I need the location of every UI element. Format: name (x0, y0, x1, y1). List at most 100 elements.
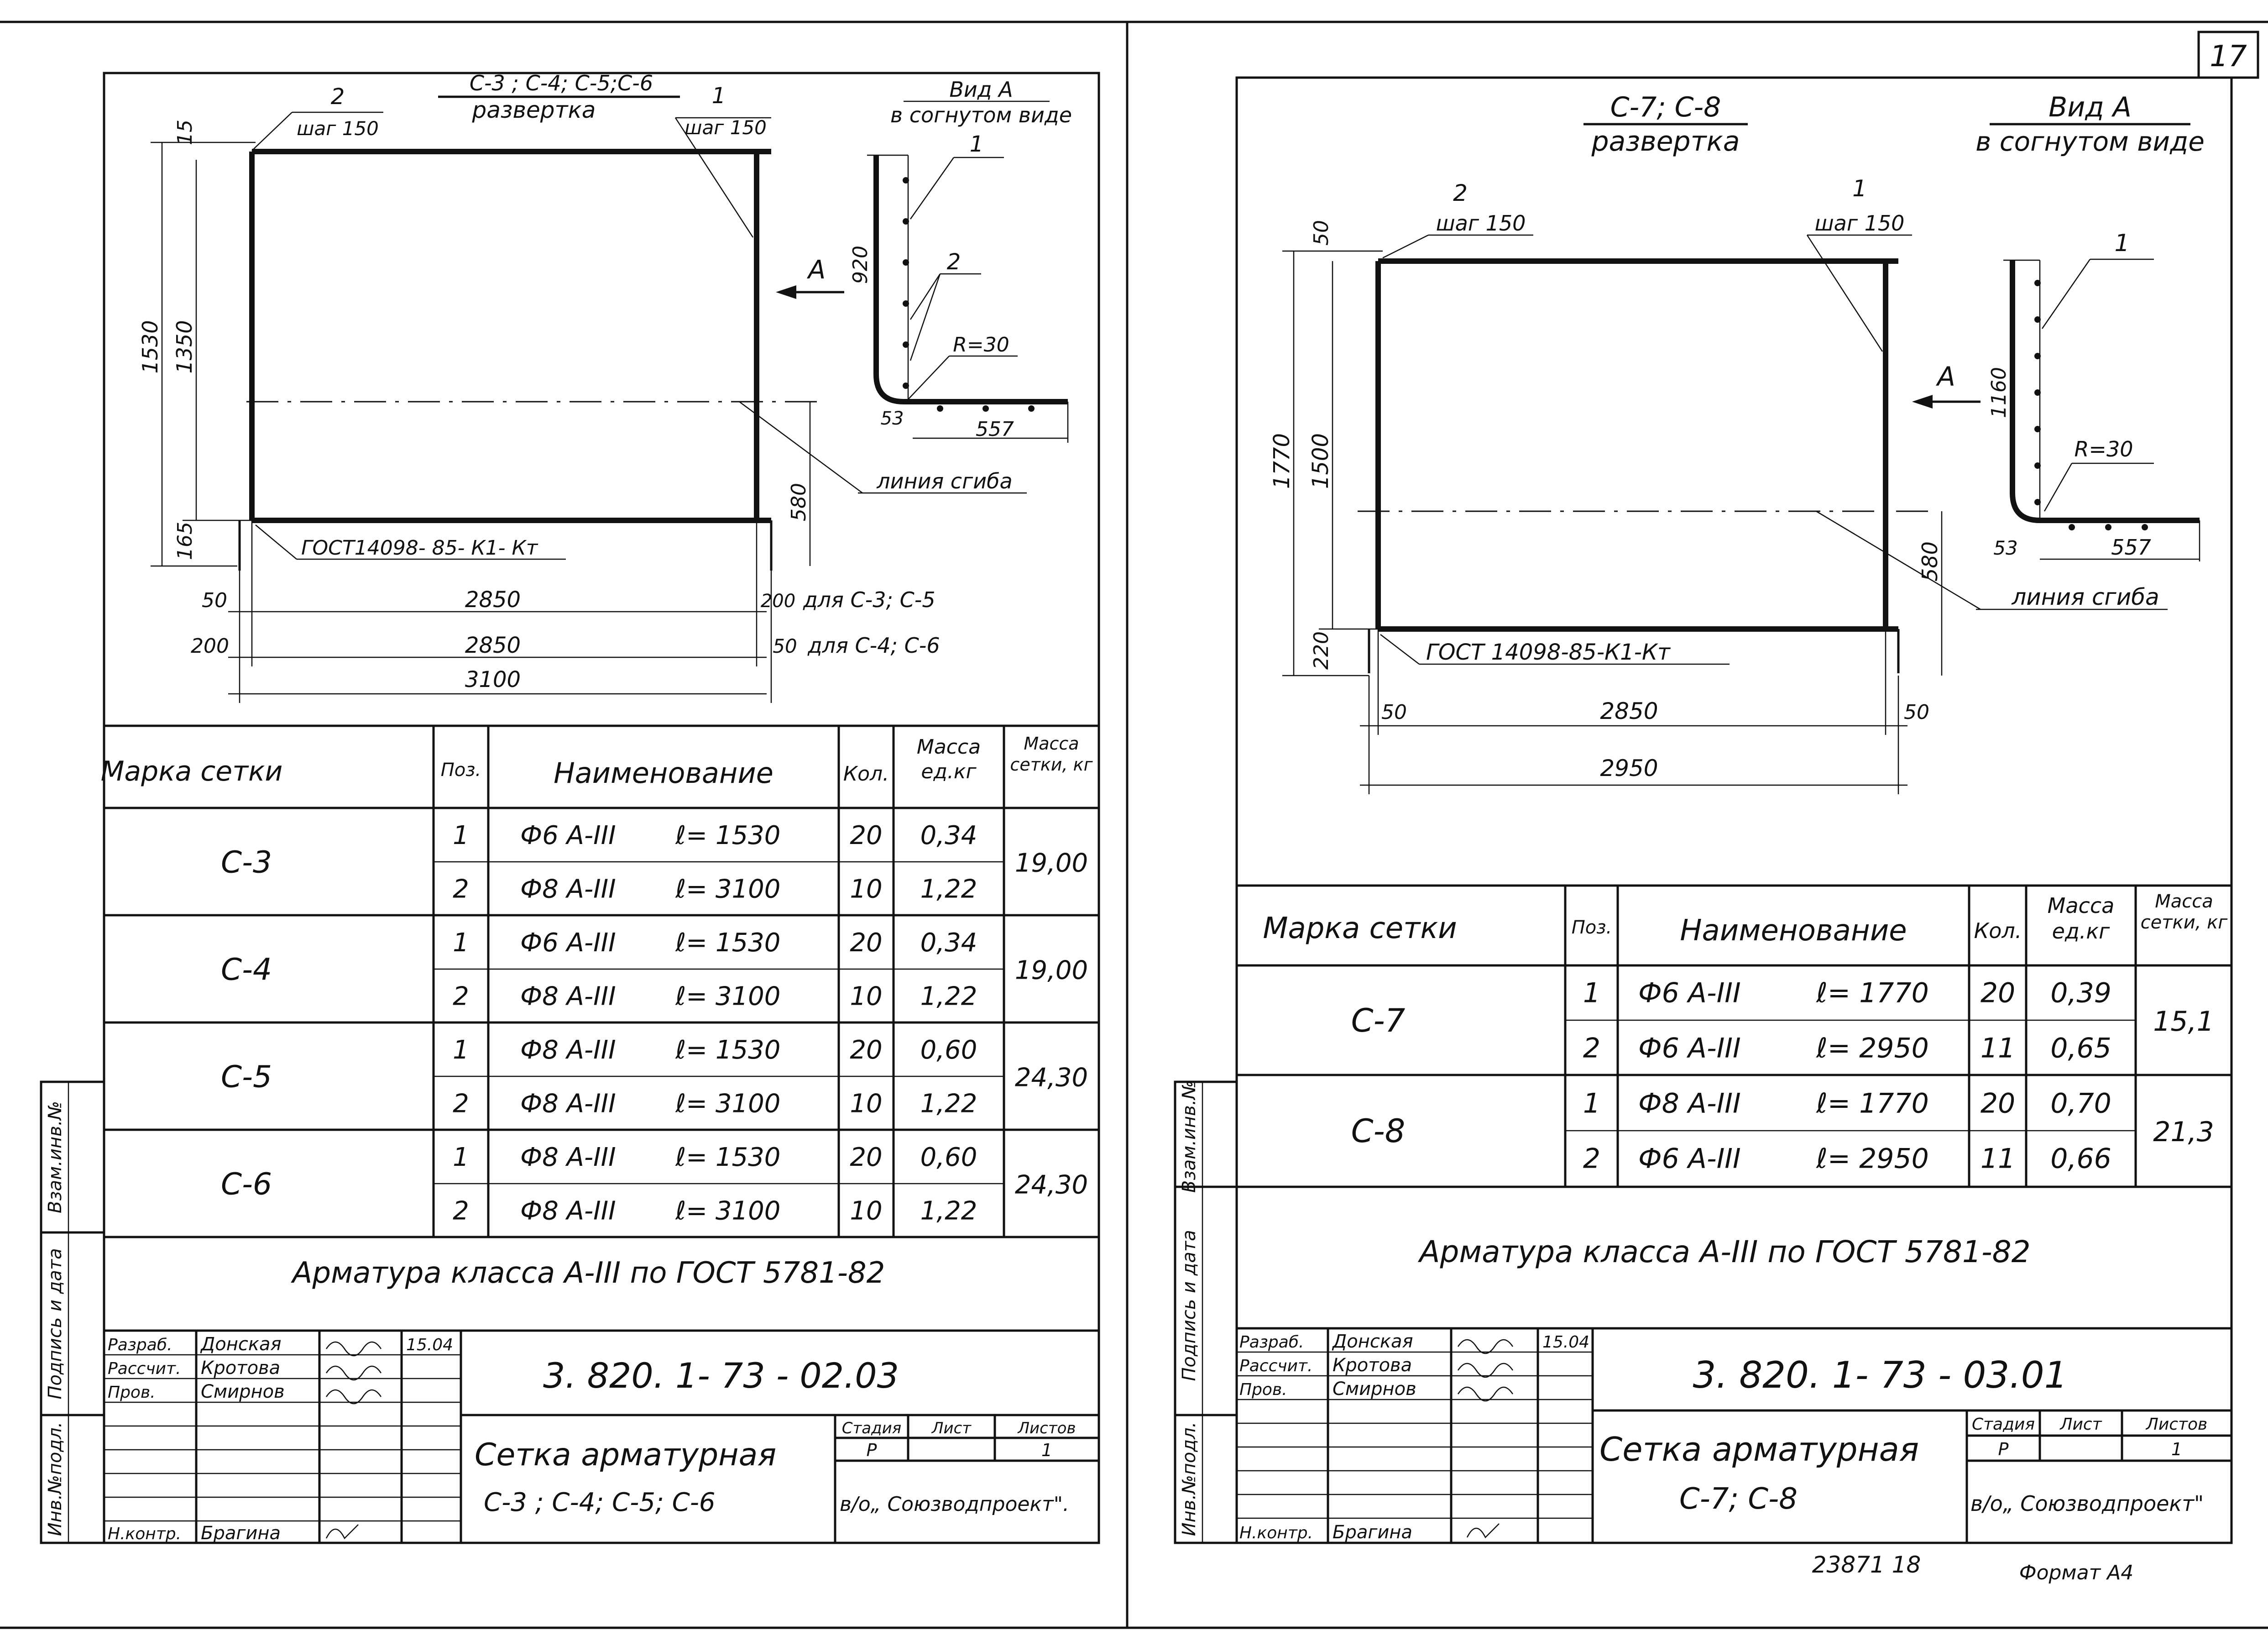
svg-text:Донская: Донская (1332, 1331, 1413, 1352)
mark-cell: С-3 (221, 845, 272, 880)
rebar-note: Арматура класса А-III по ГОСТ 5781-82 (291, 1256, 885, 1290)
mesh-mass-cell: 24,30 (1015, 1063, 1088, 1093)
mark-cell: С-4 (221, 952, 272, 987)
unit-mass-cell: 0,39 (2050, 977, 2111, 1009)
svg-text:Смирнов: Смирнов (1333, 1379, 1416, 1400)
mesh-mass-cell: 21,3 (2153, 1116, 2214, 1148)
mark-cell: С-8 (1351, 1112, 1406, 1150)
pos2-label: 2 (331, 84, 345, 110)
name-cell: Ф8 А-III (520, 1035, 616, 1065)
svg-text:Рассчит.: Рассчит. (1239, 1357, 1312, 1375)
svg-text:2: 2 (947, 249, 961, 275)
svg-text:Брагина: Брагина (1333, 1522, 1412, 1543)
signature-3 (1457, 1386, 1514, 1402)
qty-cell: 20 (850, 821, 882, 850)
view-a-profile (873, 155, 1068, 404)
pos-cell: 2 (453, 981, 469, 1011)
svg-text:Кротова: Кротова (201, 1358, 280, 1379)
svg-text:Арматура класса А-III по ГОСТ: Арматура класса А-III по ГОСТ 5781-82 (1417, 1234, 2030, 1269)
name-cell: Ф6 А-III (520, 928, 616, 958)
svg-text:Н.контр.: Н.контр. (1239, 1524, 1313, 1542)
qty-cell: 10 (850, 1089, 882, 1118)
svg-text:Рассчит.: Рассчит. (108, 1359, 181, 1378)
svg-text:50: 50 (773, 635, 797, 657)
svg-text:53: 53 (1993, 537, 2017, 559)
svg-text:шаг 150: шаг 150 (1436, 211, 1526, 236)
qty-cell: 20 (1981, 977, 2015, 1009)
svg-text:3100: 3100 (465, 667, 521, 692)
svg-text:Разраб.: Разраб. (1239, 1333, 1304, 1352)
name-cell: Ф8 А-III (520, 1143, 616, 1172)
svg-text:580: 580 (1918, 541, 1942, 582)
length-cell: ℓ= 3100 (675, 981, 780, 1011)
left-mesh-drawing: С-3 ; С-4; С-5;С-6 развертка 2 шаг 150 1… (138, 71, 1072, 703)
note-c4-c6: для С-4; С-6 (807, 633, 940, 658)
gost-label: ГОСТ14098- 85- К1- Кт (301, 536, 538, 560)
qty-cell: 20 (1981, 1088, 2015, 1120)
svg-text:53: 53 (881, 408, 904, 429)
svg-text:1530: 1530 (138, 320, 162, 373)
svg-text:557: 557 (2111, 535, 2151, 560)
view-a-title: Вид А (949, 77, 1013, 102)
svg-text:Поз.: Поз. (1572, 917, 1612, 938)
mark-cell: С-5 (221, 1059, 272, 1095)
svg-text:Наименование: Наименование (1680, 914, 1907, 948)
svg-text:1160: 1160 (1987, 367, 2011, 418)
svg-text:1: 1 (2171, 1439, 2182, 1459)
pos-cell: 1 (1583, 977, 1600, 1009)
svg-text:Донская: Донская (200, 1334, 282, 1355)
name-cell: Ф6 А-III (1638, 977, 1741, 1009)
view-a-subtitle: в согнутом виде (1975, 126, 2205, 157)
svg-text:1: 1 (2114, 230, 2129, 257)
step2-label: шаг 150 (297, 117, 379, 140)
unit-mass-cell: 1,22 (920, 1196, 977, 1226)
svg-text:1: 1 (970, 131, 984, 157)
svg-text:Лист: Лист (931, 1419, 972, 1437)
svg-text:Р: Р (1998, 1439, 2009, 1459)
name-cell: Ф8 А-III (520, 1196, 616, 1226)
unit-mass-cell: 0,65 (2050, 1033, 2111, 1064)
side-label-vzam: Взам.инв.№ (45, 1101, 66, 1213)
svg-text:Смирнов: Смирнов (201, 1381, 285, 1402)
pos-cell: 2 (453, 874, 469, 904)
pos-cell: 1 (453, 1035, 469, 1065)
name-cell: Ф6 А-III (1638, 1143, 1741, 1175)
qty-cell: 11 (1981, 1033, 2015, 1064)
svg-text:15: 15 (173, 120, 197, 145)
unit-mass-cell: 0,66 (2050, 1143, 2111, 1175)
unit-mass-cell: 1,22 (920, 1089, 977, 1118)
pos-cell: 2 (1583, 1033, 1600, 1064)
svg-text:15.04: 15.04 (406, 1336, 453, 1354)
svg-text:50: 50 (1310, 220, 1333, 246)
svg-text:R=30: R=30 (953, 333, 1009, 357)
view-a-subtitle: в согнутом виде (890, 103, 1072, 127)
svg-text:50: 50 (1904, 701, 1929, 724)
unfold-subtitle: развертка (472, 97, 596, 123)
svg-text:С-7; С-8: С-7; С-8 (1679, 1482, 1798, 1516)
length-cell: ℓ= 1530 (675, 821, 780, 850)
signature-2 (325, 1365, 382, 1381)
name-cell: Ф8 А-III (520, 981, 616, 1011)
signature-4 (325, 1524, 359, 1540)
svg-text:в/о„ Союзводпроект": в/о„ Союзводпроект" (1970, 1491, 2204, 1516)
page-number: 17 (2210, 40, 2247, 73)
pos-cell: 1 (1583, 1088, 1600, 1120)
unit-mass-cell: 1,22 (920, 981, 977, 1011)
qty-cell: 20 (850, 1143, 882, 1172)
signature-3 (325, 1389, 382, 1405)
side-label-inv: Инв.№подл. (45, 1422, 66, 1536)
signature-1 (1457, 1339, 1514, 1354)
svg-text:Р: Р (867, 1440, 877, 1460)
mesh-mass-cell: 19,00 (1015, 849, 1088, 878)
svg-text:15.04: 15.04 (1542, 1333, 1589, 1352)
svg-text:200: 200 (761, 591, 795, 612)
unit-mass-cell: 1,22 (920, 874, 977, 904)
length-cell: ℓ= 1530 (675, 928, 780, 958)
name-cell: Ф6 А-III (1638, 1033, 1741, 1064)
pos-cell: 2 (453, 1089, 469, 1118)
inventory-code: 23871 18 (1812, 1552, 1921, 1578)
note-c3-c5: для С-3; С-5 (803, 587, 935, 612)
svg-text:Брагина: Брагина (201, 1523, 281, 1544)
th-name: Наименование (554, 756, 773, 790)
